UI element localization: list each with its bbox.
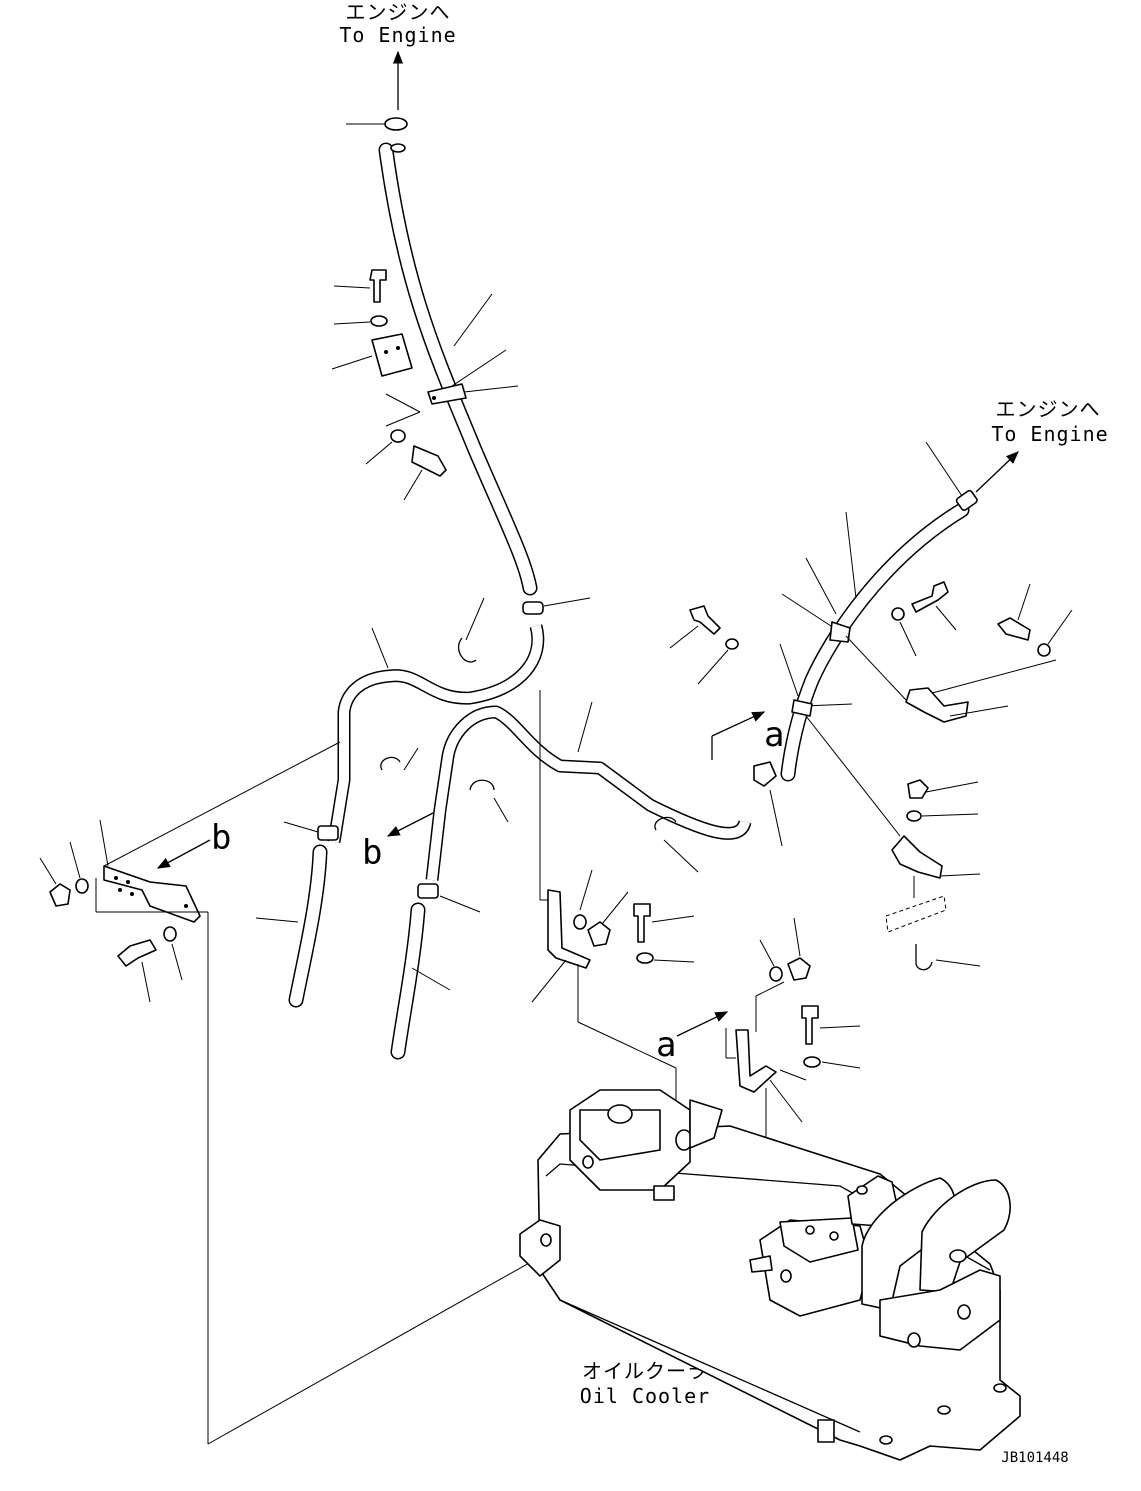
view-mark-a-lower: a: [656, 1025, 676, 1065]
view-mark-b-mid: b: [362, 833, 382, 873]
steel-tube-left: [327, 624, 545, 844]
clamp-right-2: [791, 699, 813, 717]
nut-left: [49, 883, 71, 907]
view-arrow-b-mid: [386, 811, 436, 837]
upper-hose: [378, 142, 538, 596]
washer-right-1: [725, 638, 739, 650]
bolt-lower-a: [801, 1005, 819, 1045]
top-engine-label-jp: エンジンへ: [346, 0, 451, 24]
u-bolt-2: [380, 756, 401, 771]
upper-clamp-bracket: [371, 333, 467, 405]
washer-mid: [573, 914, 587, 930]
right-engine-label-en: To Engine: [991, 422, 1108, 446]
u-bolt-4: [654, 816, 677, 831]
nut-right: [907, 779, 929, 799]
to-engine-arrow-right: [975, 451, 1019, 493]
washer-left-2: [163, 926, 177, 942]
view-arrow-a-upper: [711, 711, 766, 737]
washer-upper: [370, 315, 388, 327]
view-arrow-a-lower: [676, 1011, 729, 1037]
hose-clamp-mid: [522, 601, 544, 615]
bracket-lower-a: [735, 1029, 777, 1093]
drawing-id: JB101448: [1001, 1450, 1068, 1466]
bolt-left: [117, 939, 157, 967]
nut-mid: [587, 921, 611, 947]
washer-mid-2: [636, 952, 654, 964]
lower-hose-left: [288, 844, 328, 1008]
bracket-right-lower: [891, 835, 943, 879]
washer-left: [75, 878, 89, 894]
u-bolt-3: [469, 779, 495, 791]
oil-cooler: [519, 1089, 1021, 1461]
view-mark-a-upper: a: [764, 715, 784, 755]
right-hose: [780, 502, 970, 782]
bracket-left-b: [103, 865, 201, 923]
hose-clamp-top: [384, 117, 408, 131]
bolt-right-2: [911, 581, 949, 613]
bolt-mid: [633, 903, 651, 943]
washer-upper-2: [390, 429, 406, 443]
right-engine-label-jp: エンジンへ: [996, 397, 1101, 421]
lower-hose-mid: [390, 902, 426, 1060]
u-bolt-1: [457, 637, 477, 663]
hose-clamp-left: [317, 825, 339, 841]
washer-lower-a-2: [803, 1056, 821, 1068]
bolt-upper: [369, 269, 387, 303]
oil-cooler-label-en: Oil Cooler: [580, 1384, 710, 1408]
bolt-upper-2: [411, 445, 447, 477]
view-mark-b-left: b: [211, 818, 231, 858]
washer-right-4: [906, 810, 922, 822]
view-arrow-b-left: [156, 839, 211, 869]
top-engine-label-en: To Engine: [339, 23, 456, 47]
steel-tube-mid: [425, 705, 752, 881]
u-bolt-right: [915, 944, 933, 971]
bolt-right-3: [997, 617, 1031, 641]
clamp-right-1: [829, 621, 851, 643]
break-line: [885, 895, 947, 933]
nut-lower-a: [787, 957, 811, 981]
washer-lower-a: [769, 966, 783, 982]
washer-right-2: [891, 607, 905, 621]
elbow-fitting: [753, 761, 777, 787]
bracket-mid: [547, 889, 591, 969]
hose-clamp-mid-lower: [417, 883, 439, 899]
bolt-right-1: [689, 605, 721, 635]
bracket-right-upper: [905, 687, 969, 723]
washer-right-3: [1037, 643, 1051, 657]
